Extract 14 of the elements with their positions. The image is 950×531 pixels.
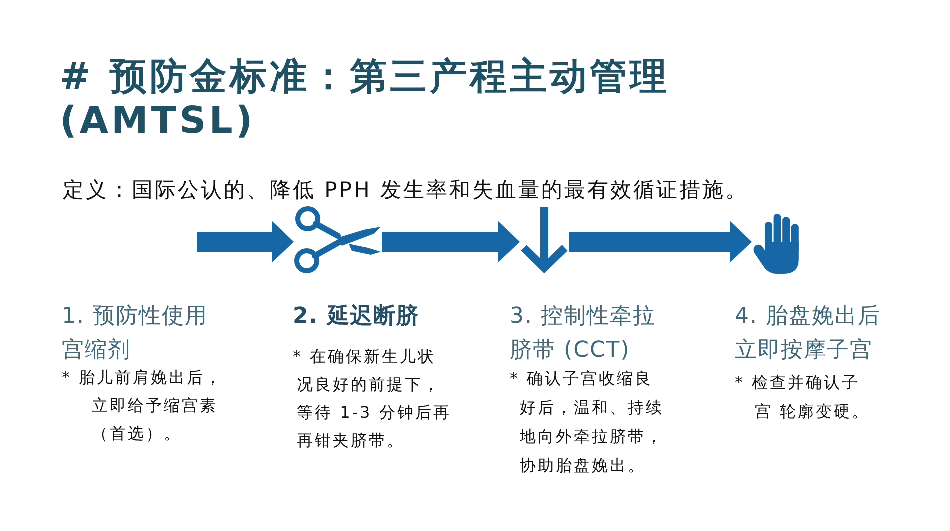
scissors-icon (294, 205, 382, 275)
step-heading: 4. 胎盘娩出后立即按摩子宫 (735, 303, 882, 365)
step-note: * 检查并确认子宫 轮廓变硬。 (735, 372, 872, 423)
title: # 预防金标准：第三产程主动管理 (AMTSL) (60, 55, 671, 143)
step-heading: 2. 延迟断脐 (293, 303, 420, 331)
arrow (569, 221, 752, 263)
step-heading: 1. 预防性使用宫缩剂 (62, 303, 209, 365)
arrow (382, 221, 520, 263)
definition-text: 定义：国际公认的、降低 PPH 发生率和失血量的最有效循证措施。 (63, 177, 748, 204)
arrow (197, 221, 294, 263)
step-heading: 3. 控制性牵拉脐带 (CCT) (510, 303, 657, 365)
step-note: * 在确保新生儿状况良好的前提下，等待 1-3 分钟后再再钳夹脐带。 (293, 346, 452, 452)
step-note: * 确认子宫收缩良好后，温和、持续地向外牵拉脐带，协助胎盘娩出。 (510, 368, 665, 477)
step-note: * 胎儿前肩娩出后，立即给予缩宫素（首选）。 (62, 367, 224, 445)
